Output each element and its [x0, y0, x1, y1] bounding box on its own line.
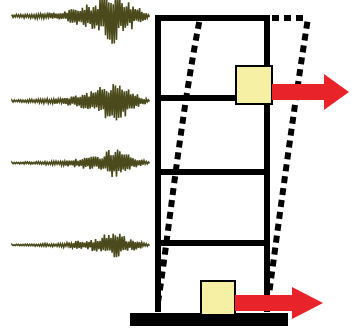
force-arrow-icon	[235, 287, 323, 319]
ground-slab	[130, 313, 288, 326]
ground-mass-block	[200, 280, 236, 316]
force-arrow-icon	[272, 74, 349, 110]
seismic-waveforms	[11, 0, 151, 258]
deformed-right-column	[265, 17, 311, 303]
seismic-wave-icon	[11, 0, 151, 44]
seismic-wave-icon	[11, 233, 151, 258]
deformed-left-column	[155, 17, 203, 303]
deformed-frame-outline	[155, 15, 311, 303]
upper-mass-block	[235, 65, 273, 105]
seismic-wave-icon	[11, 149, 151, 177]
seismic-wave-icon	[11, 84, 151, 121]
building-frame-icon	[155, 15, 270, 312]
